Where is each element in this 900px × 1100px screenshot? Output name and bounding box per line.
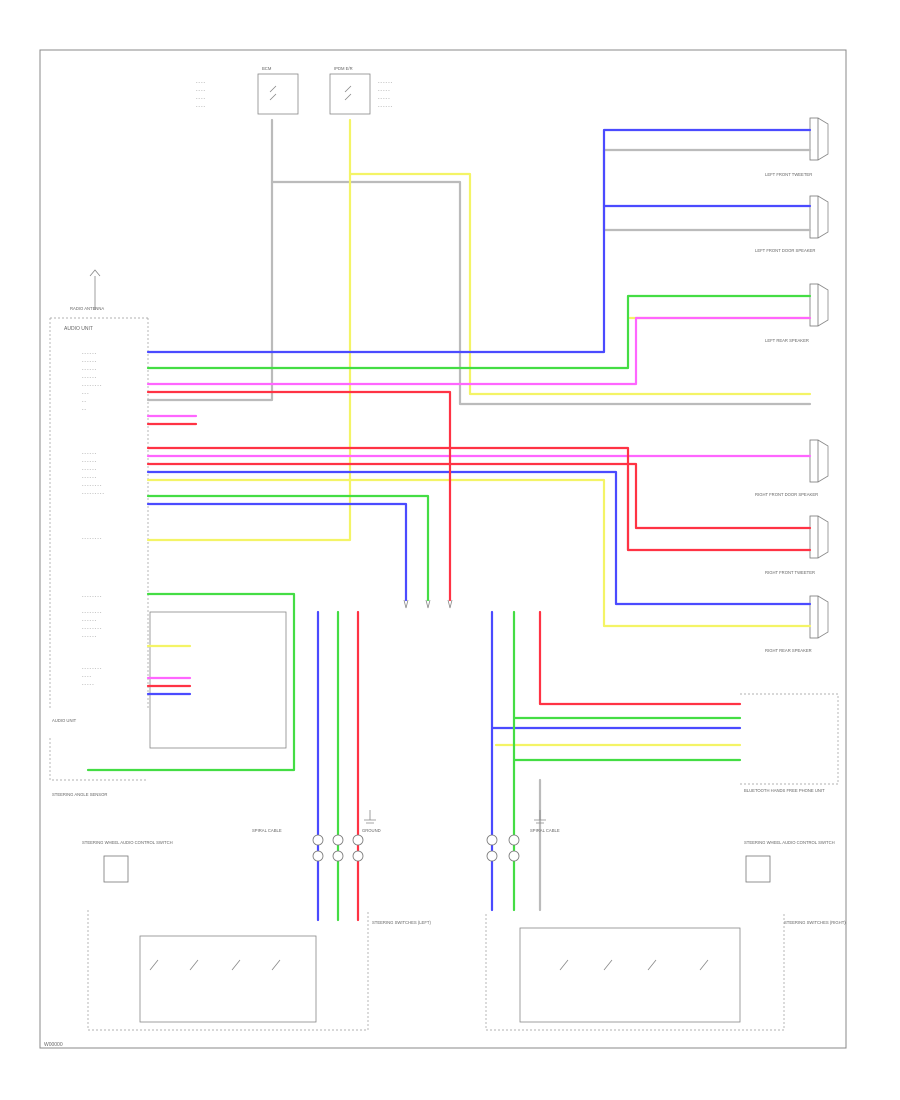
wire-green-1	[146, 294, 812, 370]
wire-blue-5	[146, 610, 742, 922]
svg-text:- - - - - - - -: - - - - - - - -	[82, 483, 102, 488]
svg-text:- -: - -	[82, 399, 87, 404]
svg-text:- - - -: - - - -	[196, 96, 206, 101]
front-left-door-speaker-label: LEFT FRONT DOOR SPEAKER	[755, 248, 815, 253]
wire-blue-1	[146, 128, 812, 354]
audio-unit: AUDIO UNIT AUDIO UNIT	[49, 317, 149, 723]
svg-text:- - - - - - - -: - - - - - - - -	[82, 383, 102, 388]
wire-red-2	[146, 422, 812, 530]
svg-text:- - - - - -: - - - - - -	[82, 634, 97, 639]
svg-text:- - - - - - - -: - - - - - - - -	[82, 666, 102, 671]
wires	[86, 118, 812, 922]
top-left-module: BCM - - - - - - - - - - - - - - - -	[196, 66, 299, 115]
right-switch: STEERING SWITCHES (RIGHT) STEERING WHEEL…	[485, 840, 846, 1031]
ground-label: GROUND	[362, 828, 381, 833]
wire-green-2	[146, 494, 430, 602]
wire-blue-4	[146, 502, 408, 602]
wire-yellow-1	[146, 118, 352, 542]
svg-text:- - - - - -: - - - - - -	[378, 80, 393, 85]
ground-symbols: GROUND	[362, 810, 546, 833]
right-front-tweeter: RIGHT FRONT TWEETER	[765, 515, 829, 575]
wire-green-3	[86, 592, 296, 772]
front-left-door-speaker: LEFT FRONT DOOR SPEAKER	[755, 195, 829, 253]
wire-green-4	[336, 610, 742, 922]
svg-text:- - - -: - - - -	[196, 88, 206, 93]
svg-text:- -: - -	[82, 407, 87, 412]
svg-text:- - - - - - - -: - - - - - - - -	[82, 626, 102, 631]
wire-red-1	[146, 390, 452, 602]
audio-unit-pin-labels: - - - - - - - - - - - - - - - - - - - - …	[82, 351, 104, 687]
front-left-tweeter: LEFT FRONT TWEETER	[765, 117, 829, 177]
svg-text:- - - -: - - - -	[82, 674, 92, 679]
left-switch-label: STEERING SWITCHES (LEFT)	[372, 920, 431, 925]
top-left-module-label: BCM	[262, 66, 272, 71]
right-switch-label: STEERING SWITCHES (RIGHT)	[784, 920, 846, 925]
audio-unit-label: AUDIO UNIT	[64, 326, 93, 332]
spiral-cable-right: SPIRAL CABLE	[486, 828, 560, 862]
svg-text:- - - - - -: - - - - - -	[378, 104, 393, 109]
steering-angle-sensor: STEERING ANGLE SENSOR	[49, 611, 287, 797]
radio-antenna-label: RADIO ANTENNA	[70, 306, 104, 311]
right-front-door-speaker: RIGHT FRONT DOOR SPEAKER	[755, 439, 829, 497]
left-rear-speaker: LEFT REAR SPEAKER	[765, 283, 829, 343]
wire-gray-4	[538, 468, 630, 912]
footer-code: W00000	[44, 1042, 63, 1048]
svg-text:- - -: - - -	[82, 391, 89, 396]
right-front-door-speaker-label: RIGHT FRONT DOOR SPEAKER	[755, 492, 818, 497]
wire-red-3	[146, 446, 812, 552]
svg-text:- - - - - - - - -: - - - - - - - - -	[82, 491, 104, 496]
wire-gray-3	[602, 148, 812, 232]
svg-text:- - - - - -: - - - - - -	[82, 451, 97, 456]
svg-text:- - - - - -: - - - - - -	[82, 367, 97, 372]
spiral-cable-left: SPIRAL CABLE	[252, 828, 364, 862]
diagram-frame	[39, 49, 847, 1049]
left-rear-speaker-label: LEFT REAR SPEAKER	[765, 338, 809, 343]
wire-red-4	[146, 610, 742, 922]
bluetooth-module: BLUETOOTH HANDS FREE PHONE UNIT	[740, 693, 839, 793]
spiral-cable-left-label: SPIRAL CABLE	[252, 828, 282, 833]
right-front-tweeter-label: RIGHT FRONT TWEETER	[765, 570, 815, 575]
bluetooth-module-label: BLUETOOTH HANDS FREE PHONE UNIT	[744, 788, 825, 793]
top-right-module: IPDM E/R - - - - - - - - - - - - - - - -…	[329, 66, 393, 115]
wire-blue-3	[146, 470, 812, 606]
spiral-cable-right-label: SPIRAL CABLE	[530, 828, 560, 833]
svg-text:- - - - - -: - - - - - -	[82, 618, 97, 623]
radio-antenna: RADIO ANTENNA	[70, 269, 104, 311]
svg-text:- - - - - -: - - - - - -	[82, 467, 97, 472]
svg-text:- - - - - - - -: - - - - - - - -	[82, 594, 102, 599]
wire-terminations	[403, 599, 453, 609]
svg-text:- - - -: - - - -	[196, 80, 206, 85]
svg-text:- - - - - -: - - - - - -	[82, 351, 97, 356]
svg-text:- - - - - -: - - - - - -	[82, 459, 97, 464]
svg-text:- - - -: - - - -	[196, 104, 206, 109]
svg-text:- - - - - - - -: - - - - - - - -	[82, 610, 102, 615]
svg-text:- - - - -: - - - - -	[378, 96, 390, 101]
svg-text:- - - - -: - - - - -	[82, 682, 94, 687]
wire-pink-2	[146, 414, 812, 680]
svg-text:AUDIO UNIT: AUDIO UNIT	[52, 718, 77, 723]
wire-yellow-3	[146, 478, 812, 628]
top-right-module-label: IPDM E/R	[334, 66, 353, 71]
front-left-tweeter-label: LEFT FRONT TWEETER	[765, 172, 812, 177]
right-rear-speaker: RIGHT REAR SPEAKER	[765, 595, 829, 653]
wire-yellow-4	[146, 316, 812, 747]
right-rear-speaker-label: RIGHT REAR SPEAKER	[765, 648, 812, 653]
svg-text:- - - - - -: - - - - - -	[82, 375, 97, 380]
svg-text:- - - - - -: - - - - - -	[82, 475, 97, 480]
wire-pink-1	[146, 316, 812, 386]
svg-text:- - - - - -: - - - - - -	[82, 359, 97, 364]
left-switch-sub-label: STEERING WHEEL AUDIO CONTROL SWITCH	[82, 840, 173, 845]
steering-angle-sensor-label: STEERING ANGLE SENSOR	[52, 792, 107, 797]
wire-yellow-2	[348, 172, 812, 396]
wire-gray-2	[270, 180, 812, 406]
wire-gray-1	[146, 118, 274, 402]
left-switch: STEERING SWITCHES (LEFT) STEERING WHEEL …	[82, 840, 431, 1031]
svg-text:- - - - -: - - - - -	[378, 88, 390, 93]
svg-text:- - - - - - - -: - - - - - - - -	[82, 536, 102, 541]
right-switch-sub-label: STEERING WHEEL AUDIO CONTROL SWITCH	[744, 840, 835, 845]
